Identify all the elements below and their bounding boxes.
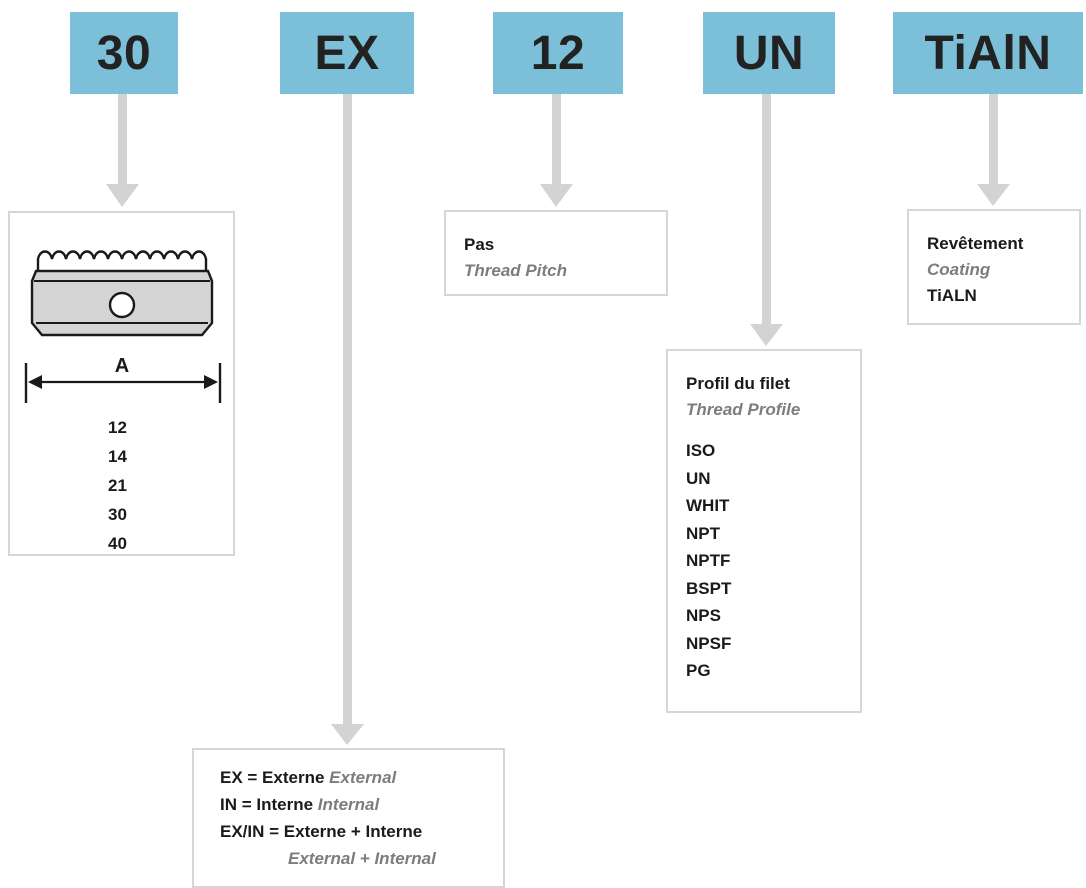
size-arrow-head [106, 184, 139, 207]
profile-item: WHIT [686, 496, 730, 515]
size-item: 14 [108, 447, 127, 466]
code-coating: TiAlN [924, 26, 1052, 80]
code-box-size: 30 [70, 12, 178, 94]
profile-item: NPS [686, 606, 721, 625]
profile-item: UN [686, 468, 711, 488]
type-both-translation: External + Internal [288, 849, 436, 868]
profile-item: ISO [686, 441, 716, 460]
code-pitch: 12 [530, 26, 586, 80]
profile-item: NPTF [686, 551, 731, 570]
profile-item: NPT [686, 523, 720, 543]
type-line-both: EX/IN = Externe + Interne [220, 822, 423, 841]
pitch-arrow-head [540, 184, 573, 207]
profile-item: NPSF [686, 633, 732, 653]
type-external-label: EX = Externe [220, 768, 325, 787]
profile-info-box: Profil du filet Thread Profile ISO UN WH… [666, 349, 862, 713]
profile-item: PG [686, 661, 711, 680]
coating-subtitle: Coating [927, 260, 991, 279]
type-internal-translation: Internal [317, 795, 380, 814]
profile-list: ISO UN WHIT NPT NPTF BSPT NPS NPSF PG [686, 437, 860, 685]
pitch-title: Pas [464, 235, 495, 254]
code-box-profile: UN [703, 12, 835, 94]
profile-arrow-head [750, 324, 783, 346]
coating-title: Revêtement [927, 234, 1024, 253]
type-line-external: EX = Externe External [220, 764, 503, 791]
code-profile: UN [733, 26, 805, 80]
code-box-coating: TiAlN [893, 12, 1083, 94]
size-item: 30 [108, 505, 127, 524]
coating-info-box: Revêtement Coating TiALN [907, 209, 1081, 325]
code-size: 30 [96, 26, 152, 80]
size-item: 12 [108, 418, 127, 437]
code-box-pitch: 12 [493, 12, 623, 94]
type-arrow-head [331, 724, 364, 745]
pitch-info-box: Pas Thread Pitch [444, 210, 668, 296]
coating-arrow-head [977, 184, 1010, 206]
size-list: 12 14 21 30 40 [10, 413, 235, 558]
type-line-internal: IN = Interne Internal [220, 791, 503, 818]
profile-title: Profil du filet [686, 374, 790, 393]
size-item: 21 [108, 476, 127, 495]
dimension-label: A [115, 355, 129, 377]
thread-insert-icon: A [24, 250, 222, 403]
type-external-translation: External [329, 768, 397, 787]
type-internal-label: IN = Interne [220, 795, 314, 814]
type-info-box: EX = Externe External IN = Interne Inter… [192, 748, 505, 888]
code-box-type: EX [280, 12, 414, 94]
size-item: 40 [108, 534, 127, 553]
pitch-subtitle: Thread Pitch [464, 261, 567, 280]
coating-value: TiALN [927, 286, 977, 305]
profile-subtitle: Thread Profile [686, 400, 801, 419]
size-info-box: A 12 14 21 30 40 [8, 211, 235, 556]
code-type: EX [314, 26, 380, 80]
profile-item: BSPT [686, 578, 732, 598]
